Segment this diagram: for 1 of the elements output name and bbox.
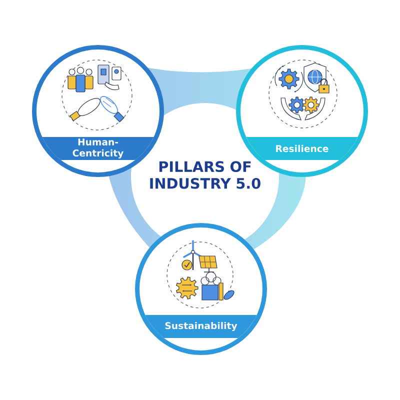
title: PILLARS OF INDUSTRY 5.0 bbox=[150, 161, 260, 189]
